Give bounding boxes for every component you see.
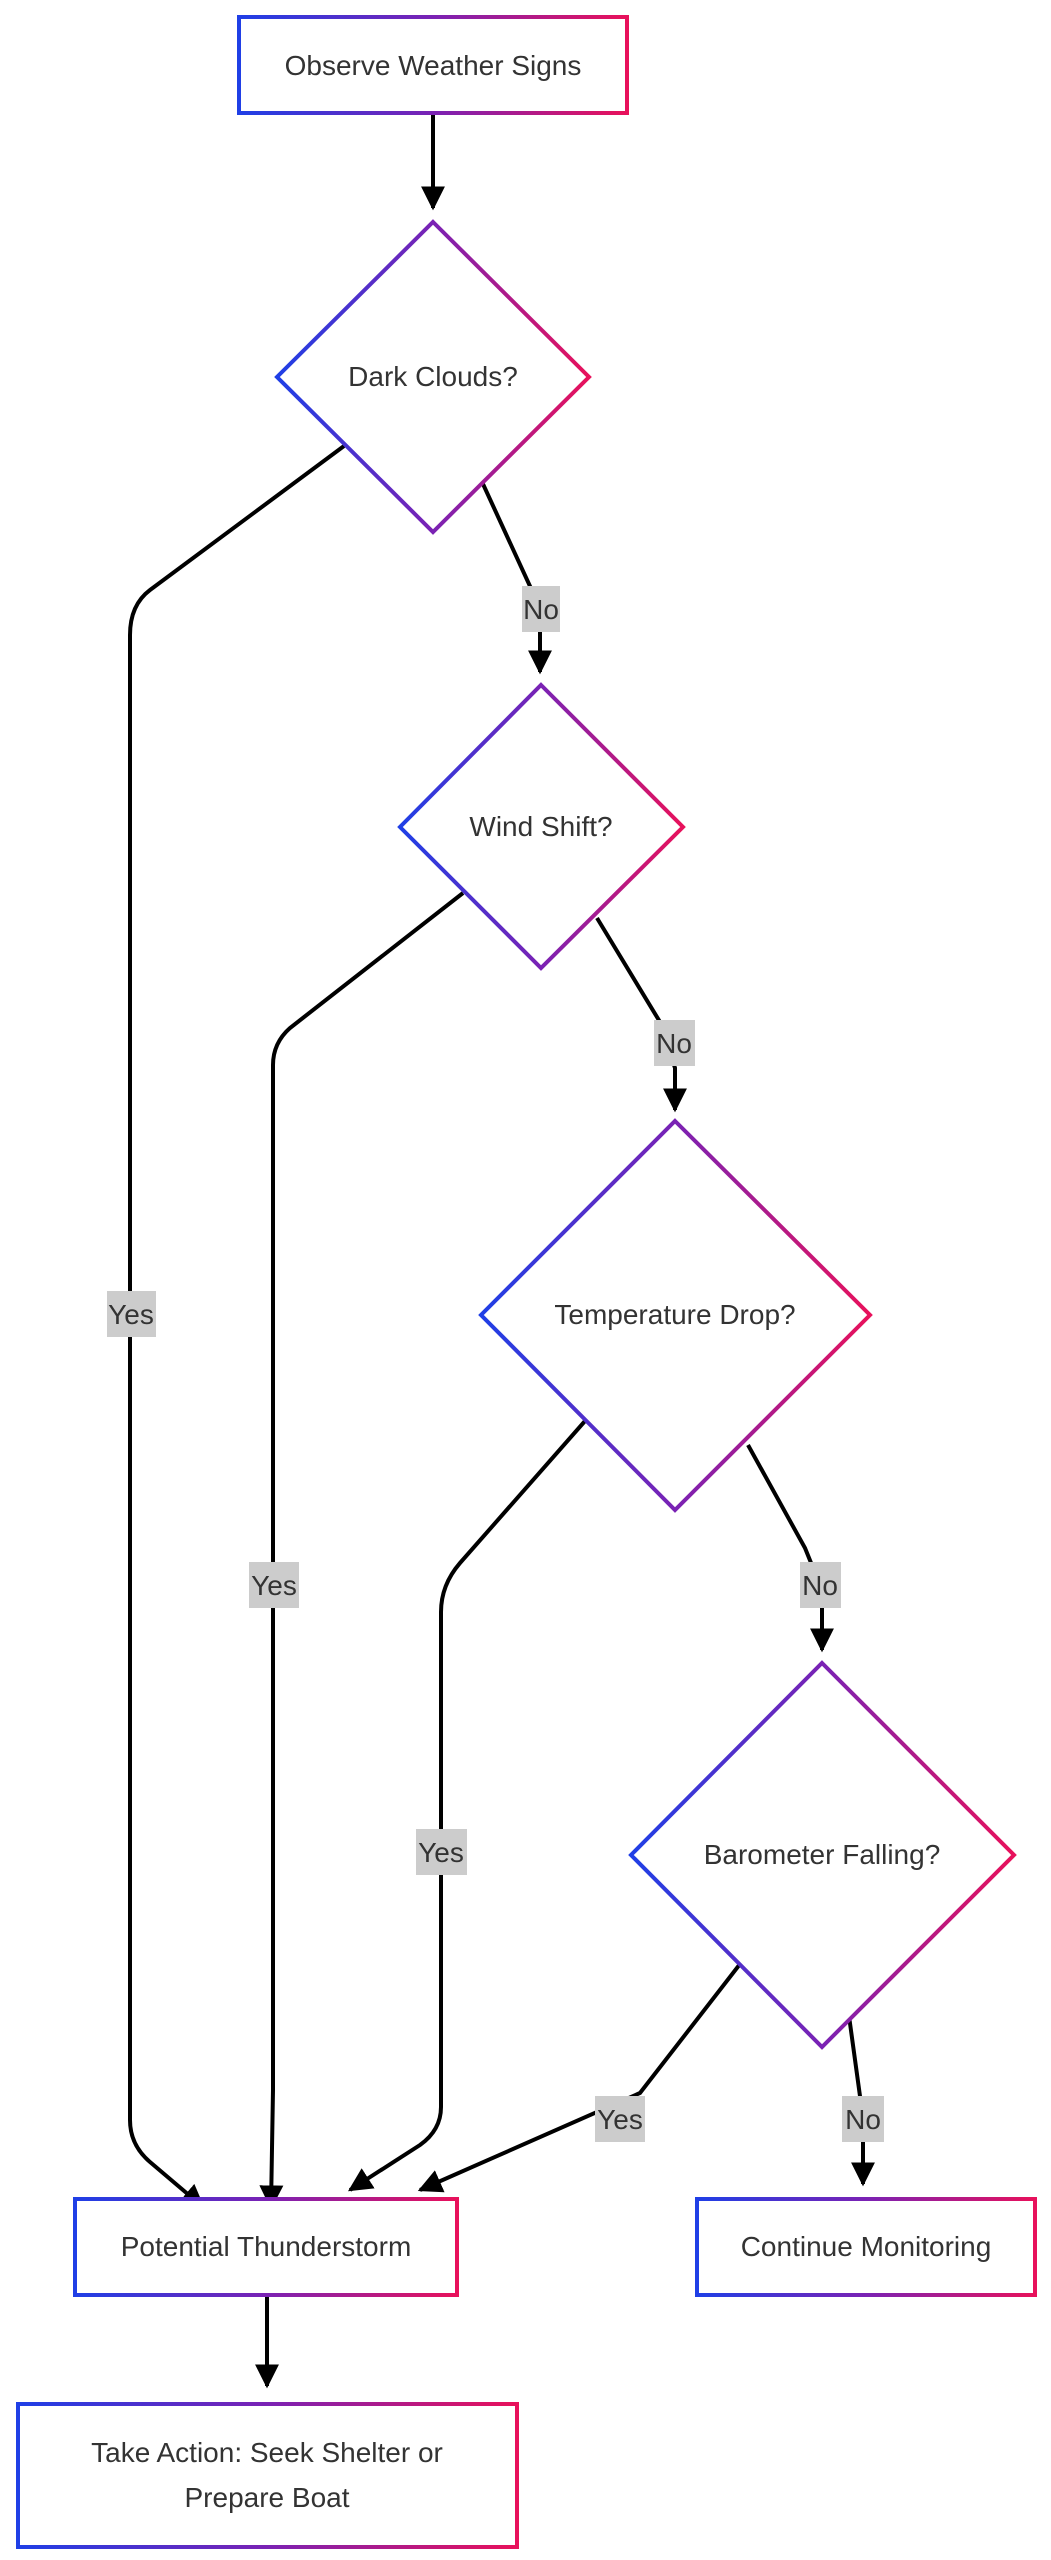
node-box — [73, 2197, 459, 2297]
node-wind-shift-decision[interactable]: Wind Shift? — [397, 682, 686, 971]
node-box — [695, 2197, 1037, 2297]
decision-diamond — [274, 219, 592, 535]
decision-diamond — [478, 1118, 873, 1513]
edge-label-bg — [249, 1562, 299, 1608]
node-label: Dark Clouds? — [348, 361, 518, 392]
node-box — [237, 15, 629, 115]
edge-dark-clouds-no — [481, 483, 552, 675]
node-continue-monitoring[interactable]: Continue Monitoring — [695, 2197, 1037, 2297]
edge-label-bg — [107, 1291, 156, 1337]
node-label: Observe Weather Signs — [285, 50, 582, 81]
node-label: Barometer Falling? — [704, 1839, 941, 1870]
edge-wind-shift-yes — [259, 891, 465, 2210]
decision-diamond — [397, 682, 686, 971]
node-box — [16, 2402, 519, 2549]
edge-label-temp-no: No — [800, 1562, 841, 1608]
edge-label-bg — [522, 586, 560, 632]
edge-label-dark-no: No — [522, 586, 560, 632]
edge-label-bg — [800, 1562, 841, 1608]
edge-label-text: No — [656, 1028, 692, 1059]
edge-label-text: Yes — [251, 1570, 297, 1601]
edge-temp-drop-yes — [347, 1419, 587, 2192]
edge-label-bg — [416, 1829, 467, 1875]
edge-label-temp-yes: Yes — [416, 1829, 467, 1875]
edge-label-text: Yes — [418, 1837, 464, 1868]
node-take-action[interactable]: Take Action: Seek Shelter or Prepare Boa… — [16, 2402, 519, 2549]
node-observe-weather-signs[interactable]: Observe Weather Signs — [237, 15, 629, 115]
edge-label-text: No — [802, 1570, 838, 1601]
edge-label-text: Yes — [108, 1299, 154, 1330]
edge-label-dark-yes: Yes — [107, 1291, 156, 1337]
edge-label-bg — [842, 2096, 884, 2142]
edge-label-bg — [654, 1020, 695, 1066]
node-potential-thunderstorm[interactable]: Potential Thunderstorm — [73, 2197, 459, 2297]
node-label: Potential Thunderstorm — [121, 2231, 412, 2262]
edge-label-bg — [595, 2096, 645, 2142]
node-label: Temperature Drop? — [554, 1299, 795, 1330]
edge-label-text: No — [523, 594, 559, 625]
node-dark-clouds-decision[interactable]: Dark Clouds? — [274, 219, 592, 535]
node-label: Continue Monitoring — [741, 2231, 992, 2262]
node-label-line-1: Take Action: Seek Shelter or — [91, 2437, 443, 2468]
edge-barometer-yes — [417, 1962, 742, 2193]
edge-labels: Yes No Yes No Yes No Yes No — [107, 586, 884, 2142]
node-barometer-falling-decision[interactable]: Barometer Falling? — [628, 1660, 1017, 2050]
node-label: Wind Shift? — [469, 811, 612, 842]
node-label-line-2: Prepare Boat — [185, 2482, 350, 2513]
edge-temp-drop-no — [746, 1444, 834, 1653]
edge-label-text: No — [845, 2104, 881, 2135]
edge-label-baro-yes: Yes — [595, 2096, 645, 2142]
edge-wind-shift-no — [595, 916, 687, 1113]
edge-label-wind-yes: Yes — [249, 1562, 299, 1608]
decision-diamond — [628, 1660, 1017, 2050]
nodes: Observe Weather Signs Dark Clouds? Wind … — [16, 15, 1037, 2549]
node-temperature-drop-decision[interactable]: Temperature Drop? — [478, 1118, 873, 1513]
edge-label-baro-no: No — [842, 2096, 884, 2142]
edge-dark-clouds-yes — [128, 444, 346, 2209]
edge-label-text: Yes — [597, 2104, 643, 2135]
edge-label-wind-no: No — [654, 1020, 695, 1066]
